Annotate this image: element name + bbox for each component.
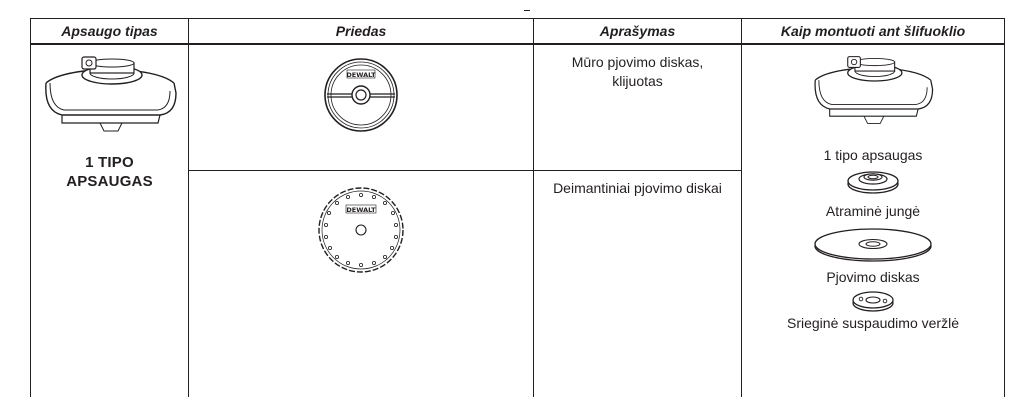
description-diamond-blade: Deimantiniai pjovimo diskai	[553, 180, 722, 196]
header-accessory: Priedas	[188, 18, 534, 45]
accessory-cell-diamond-blade: DEWALT	[188, 170, 534, 397]
mounting-cell: 1 tipo apsaugas Atraminė jungė	[741, 43, 1005, 397]
table-row: DEWALT Deimantiniai pjovimo diskai	[31, 170, 1005, 397]
description-cell-diamond-blade: Deimantiniai pjovimo diskai	[533, 170, 742, 397]
type1-guard-illustration	[44, 56, 177, 132]
guard-type-cell: 1 TIPO APSAUGAS	[30, 43, 189, 397]
diamond-cutting-disc-illustration: DEWALT	[318, 187, 404, 273]
clamp-nut-illustration	[852, 291, 894, 312]
description-bonded-blade: Mūro pjovimo diskas, klijuotas	[571, 54, 704, 89]
guard-accessory-table: Apsaugo tipas Priedas Aprašymas Kaip mon…	[30, 18, 1005, 397]
mount-step-wheel-label: Pjovimo diskas	[826, 269, 920, 285]
type1-guard-mount-illustration	[814, 56, 934, 124]
cutting-wheel-illustration	[814, 228, 932, 262]
header-description: Aprašymas	[533, 18, 742, 45]
table-header-row: Apsaugo tipas Priedas Aprašymas Kaip mon…	[30, 18, 1005, 45]
mount-step-guard-label: 1 tipo apsaugas	[823, 147, 923, 163]
bonded-cutting-disc-illustration: DEWALT	[324, 58, 398, 132]
description-cell-bonded-blade: Mūro pjovimo diskas, klijuotas	[533, 43, 742, 171]
page-top-mark	[524, 4, 530, 11]
blade-brand-logo: DEWALT	[346, 71, 376, 79]
mount-step-nut-label: Srieginė suspaudimo veržlė	[787, 315, 959, 331]
accessory-cell-bonded-blade: DEWALT	[188, 43, 534, 171]
guard-type-label: 1 TIPO APSAUGAS	[31, 153, 188, 191]
mount-step-flange-label: Atraminė jungė	[825, 203, 921, 219]
header-guard-type: Apsaugo tipas	[30, 18, 189, 45]
table-row: 1 TIPO APSAUGAS DEWALT	[30, 43, 1005, 397]
header-how-to-mount: Kaip montuoti ant šlifuoklio	[741, 18, 1005, 45]
guard-label-line1: 1 TIPO	[85, 154, 134, 171]
backing-flange-illustration	[847, 171, 899, 194]
guard-label-line2: APSAUGAS	[66, 173, 153, 190]
blade-brand-logo: DEWALT	[346, 206, 376, 214]
